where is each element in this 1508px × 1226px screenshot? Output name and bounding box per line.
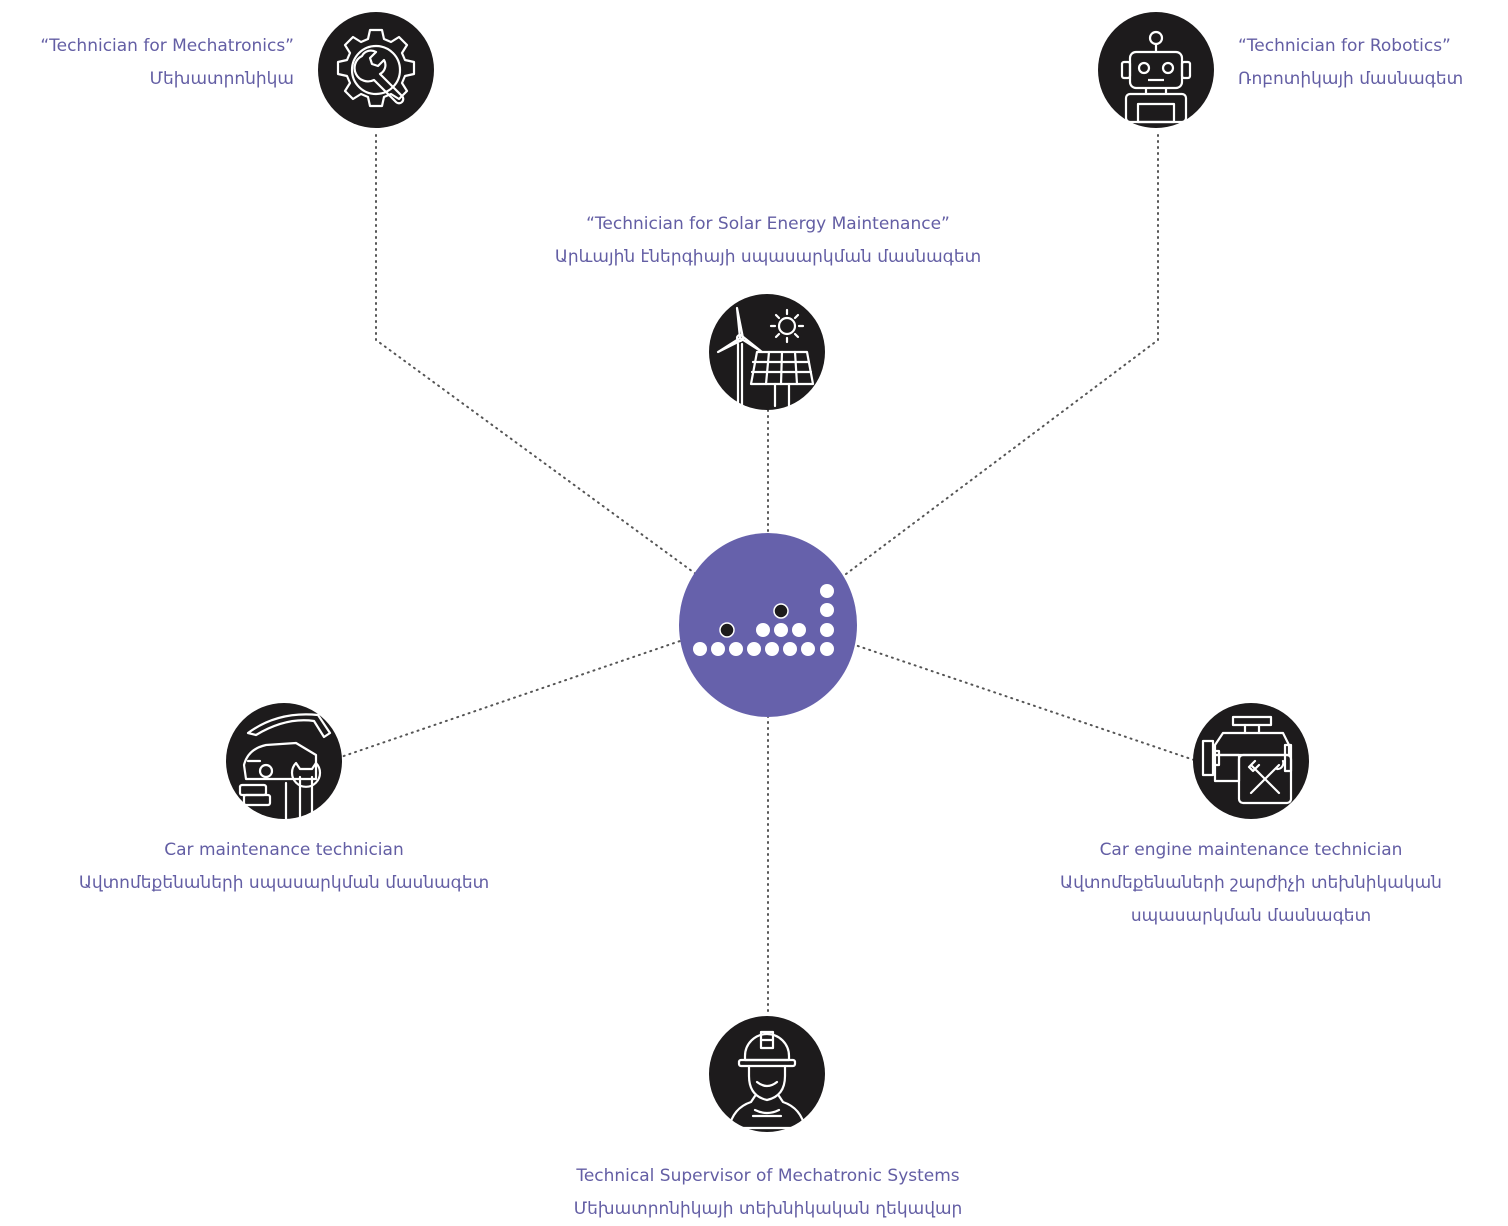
label-solar: “Technician for Solar Energy Maintenance… [468, 208, 1068, 274]
subtitle-mechatronics: Մեխատրոնիկա [149, 69, 294, 89]
hub-dots-logo [693, 584, 834, 656]
title-supervisor: Technical Supervisor of Mechatronic Syst… [576, 1166, 960, 1186]
node-car-maintenance[interactable] [226, 703, 342, 819]
label-supervisor: Technical Supervisor of Mechatronic Syst… [468, 1160, 1068, 1226]
gear-wrench-icon [336, 28, 416, 108]
label-mechatronics: “Technician for Mechatronics” Մեխատրոնիկ… [40, 30, 294, 96]
subtitle-robotics: Ռոբոտիկայի մասնագետ [1238, 69, 1464, 89]
subtitle-car-engine-line1: Ավտոմեքենաների շարժիչի տեխնիկական [1060, 873, 1442, 893]
node-car-engine[interactable] [1193, 703, 1309, 819]
title-solar: “Technician for Solar Energy Maintenance… [586, 214, 950, 234]
subtitle-car-maintenance: Ավտոմեքենաների սպասարկման մասնագետ [78, 873, 490, 893]
central-hub [679, 533, 857, 717]
worker-helmet-icon [727, 1030, 807, 1130]
label-car-maintenance: Car maintenance technician Ավտոմեքենաներ… [34, 834, 534, 900]
label-robotics: “Technician for Robotics” Ռոբոտիկայի մաս… [1238, 30, 1463, 96]
subtitle-supervisor: Մեխատրոնիկայի տեխնիկական ղեկավար [573, 1199, 963, 1219]
subtitle-solar: Արևային էներգիայի սպասարկման մասնագետ [554, 247, 982, 267]
node-solar[interactable] [709, 294, 825, 410]
title-car-engine: Car engine maintenance technician [1099, 840, 1403, 860]
engine-tools-icon [1201, 715, 1293, 805]
connector-robotics [841, 134, 1159, 578]
title-car-maintenance: Car maintenance technician [164, 840, 404, 860]
title-mechatronics: “Technician for Mechatronics” [40, 36, 294, 56]
car-wrench-icon [238, 713, 332, 819]
robot-icon [1120, 30, 1192, 124]
subtitle-car-engine-line2: սպասարկման մասնագետ [1130, 906, 1372, 926]
connector-car-engine [854, 644, 1195, 761]
connector-mechatronics [375, 134, 701, 578]
label-car-engine: Car engine maintenance technician Ավտոմե… [1000, 834, 1502, 933]
solar-wind-icon [716, 306, 815, 408]
node-mechatronics[interactable] [318, 12, 434, 128]
connector-car-maintenance [337, 639, 684, 759]
node-robotics[interactable] [1098, 12, 1214, 128]
node-supervisor[interactable] [709, 1016, 825, 1132]
title-robotics: “Technician for Robotics” [1238, 36, 1451, 56]
